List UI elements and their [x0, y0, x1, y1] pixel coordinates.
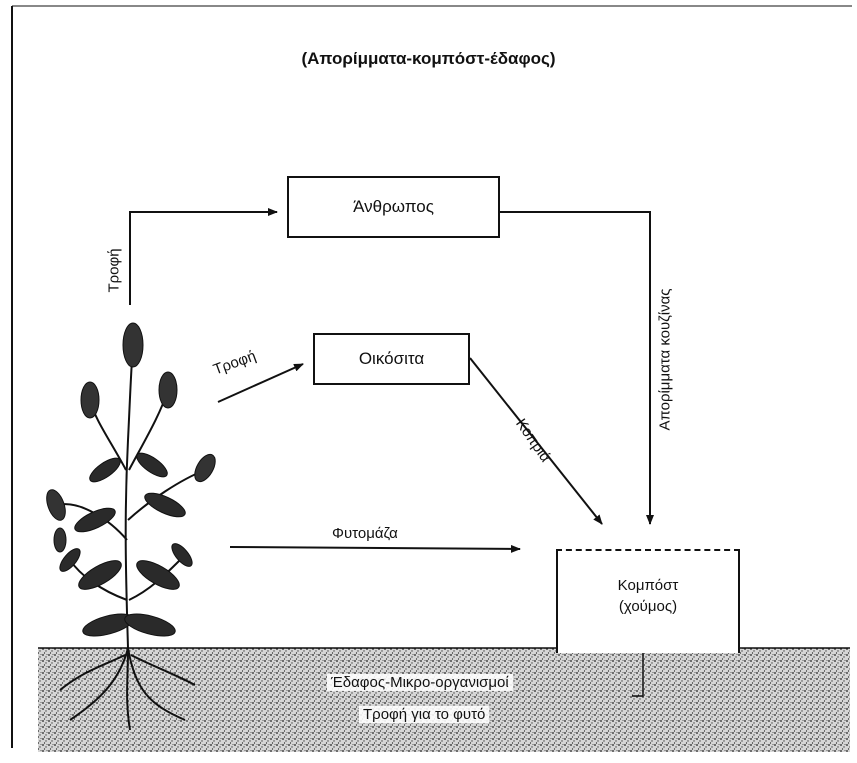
- arrow-human-to-compost: [499, 212, 650, 524]
- soil-layer-label: Έδαφος-Μικρο-οργανισμοί: [327, 674, 513, 691]
- edge-label-human-to-compost: Απορίμματα κουζίνας: [657, 288, 674, 430]
- edge-label-plant-to-compost: Φυτομάζα: [332, 525, 398, 542]
- node-compost-label-line2: (χούμος): [558, 596, 738, 617]
- node-human-label: Άνθρωπος: [353, 197, 434, 217]
- node-livestock-label: Οικόσιτα: [359, 349, 424, 369]
- node-compost: Κομπόστ (χούμος): [556, 549, 740, 653]
- node-human: Άνθρωπος: [287, 176, 500, 238]
- soil-layer: [38, 648, 850, 752]
- arrow-plant-to-human: [130, 212, 277, 305]
- diagram-title: (Απορίμματα-κομπόστ-έδαφος): [0, 49, 857, 69]
- soil-plant-food-label: Τροφή για το φυτό: [359, 706, 489, 723]
- node-livestock: Οικόσιτα: [313, 333, 470, 385]
- node-compost-label-line1: Κομπόστ: [558, 575, 738, 596]
- edge-label-plant-to-human: Τροφή: [106, 248, 123, 292]
- arrow-plant-to-compost: [230, 547, 520, 549]
